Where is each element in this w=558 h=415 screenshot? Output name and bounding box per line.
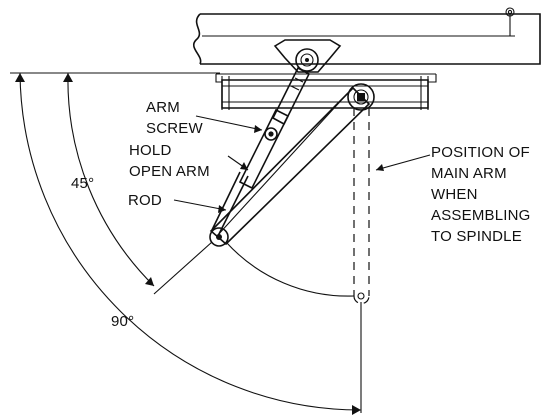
rod (211, 171, 249, 237)
position-note-line3: WHEN (431, 186, 478, 203)
position-note-line5: TO SPINDLE (431, 228, 522, 245)
frame-bracket (273, 39, 342, 73)
angle-90-label: 90° (111, 313, 134, 330)
main-arm-assembly-position (353, 108, 370, 305)
position-note-line2: MAIN ARM (431, 165, 507, 182)
position-note-line1: POSITION OF (431, 144, 530, 161)
arm-screw-label-line1: ARM (146, 99, 180, 116)
position-note-line4: ASSEMBLING (431, 207, 531, 224)
hold-open-arm-label-line1: HOLD (129, 142, 171, 159)
arm-screw-label-line2: SCREW (146, 120, 203, 137)
hold-open-arm (238, 66, 311, 190)
hold-open-arm-label-line2: OPEN ARM (129, 163, 210, 180)
closer-body (215, 73, 437, 110)
dimension-45 (10, 72, 220, 295)
angle-45-label: 45° (71, 175, 94, 192)
door-frame-header (193, 7, 541, 65)
dimension-90 (15, 72, 362, 415)
leader-lines (173, 115, 431, 213)
swing-arc (225, 241, 355, 297)
rod-label: ROD (128, 192, 162, 209)
main-arm-open (209, 86, 371, 247)
